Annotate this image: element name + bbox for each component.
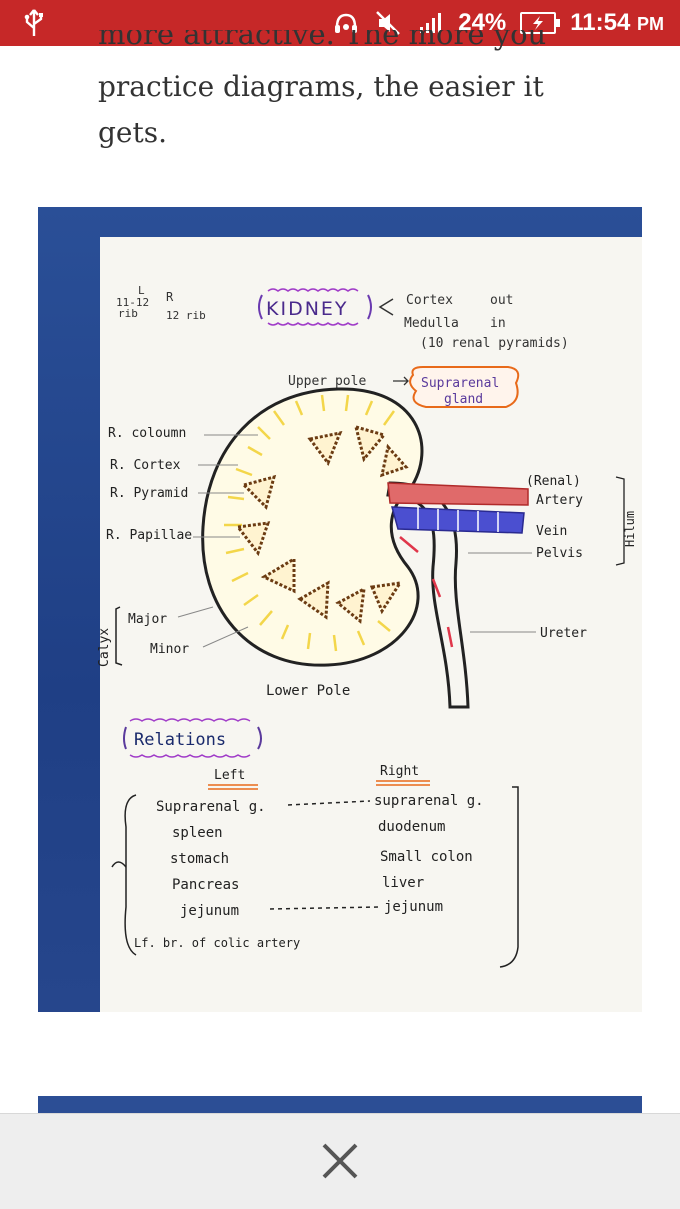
label-suprarenal-1: Suprarenal xyxy=(421,376,499,391)
battery-charging-icon xyxy=(520,12,561,34)
left-item-colic-artery: Lf. br. of colic artery xyxy=(134,936,300,950)
kidney-diagram: L 11-12 rib R 12 rib KIDNEY Cortex out M… xyxy=(97,284,637,968)
label-vein: Vein xyxy=(536,524,567,539)
label-r-papillae: R. Papillae xyxy=(106,528,192,543)
label-cortex: Cortex xyxy=(406,293,453,308)
right-item-liver: liver xyxy=(382,875,424,891)
label-hilum: Hilum xyxy=(623,511,637,547)
right-item-duodenum: duodenum xyxy=(378,819,445,835)
clock-time: 11:54 xyxy=(570,9,631,36)
next-card-peek[interactable] xyxy=(38,1096,642,1116)
usb-icon xyxy=(24,9,43,36)
clipped-line-text: more attractive. The more you xyxy=(98,30,547,51)
clock-ampm: PM xyxy=(637,14,664,34)
label-l: L xyxy=(138,284,145,297)
relations-right-heading: Right xyxy=(380,764,419,779)
label-major: Major xyxy=(128,612,167,627)
battery-percent: 24% xyxy=(458,9,507,36)
kidney-diagram-photo[interactable]: L 11-12 rib R 12 rib KIDNEY Cortex out M… xyxy=(38,207,642,1012)
label-medulla: Medulla xyxy=(404,316,459,331)
diagram-title: KIDNEY xyxy=(266,298,349,320)
label-pyramids-note: (10 renal pyramids) xyxy=(420,336,569,351)
left-item-jejunum: jejunum xyxy=(180,903,239,919)
label-r-cortex: R. Cortex xyxy=(110,458,181,473)
clipped-article-line: more attractive. The more you xyxy=(98,30,598,54)
left-item-pancreas: Pancreas xyxy=(172,877,239,893)
label-in: in xyxy=(490,316,506,331)
relations-left-heading: Left xyxy=(214,768,245,783)
label-rib: rib xyxy=(118,307,138,320)
left-item-stomach: stomach xyxy=(170,851,229,867)
clock: 11:54 PM xyxy=(570,9,664,37)
hotspot-icon xyxy=(335,13,358,33)
label-r: R xyxy=(166,290,174,304)
label-upper-pole: Upper pole xyxy=(288,374,366,389)
close-x-icon[interactable] xyxy=(320,1141,360,1181)
left-item-suprarenal: Suprarenal g. xyxy=(156,799,266,815)
label-ureter: Ureter xyxy=(540,626,587,641)
label-lower-pole: Lower Pole xyxy=(266,683,350,699)
label-suprarenal-2: gland xyxy=(444,392,483,407)
left-item-spleen: spleen xyxy=(172,825,223,841)
label-r-column: R. coloumn xyxy=(108,426,186,441)
article-paragraph: practice diagrams, the easier it gets. xyxy=(98,70,544,149)
status-icons: 24% 11:54 PM xyxy=(332,0,664,46)
label-r-rib: 12 rib xyxy=(166,309,206,322)
status-bar: 24% 11:54 PM xyxy=(0,0,680,46)
signal-icon xyxy=(420,13,442,33)
label-r-pyramid: R. Pyramid xyxy=(110,486,188,501)
bottom-bar xyxy=(0,1113,680,1209)
label-calyx: Calyx xyxy=(97,628,112,667)
label-ribs: 11-12 xyxy=(116,296,149,309)
mute-icon xyxy=(376,11,401,35)
label-out: out xyxy=(490,293,513,308)
label-renal: (Renal) xyxy=(526,474,581,489)
right-item-small-colon: Small colon xyxy=(380,849,473,865)
label-minor: Minor xyxy=(150,642,189,657)
label-pelvis: Pelvis xyxy=(536,546,583,561)
relations-title: Relations xyxy=(134,730,226,750)
close-button[interactable] xyxy=(310,1136,370,1186)
label-artery: Artery xyxy=(536,493,583,508)
kidney-outline xyxy=(201,387,424,667)
right-item-suprarenal: suprarenal g. xyxy=(374,793,484,809)
right-item-jejunum: jejunum xyxy=(384,899,443,915)
